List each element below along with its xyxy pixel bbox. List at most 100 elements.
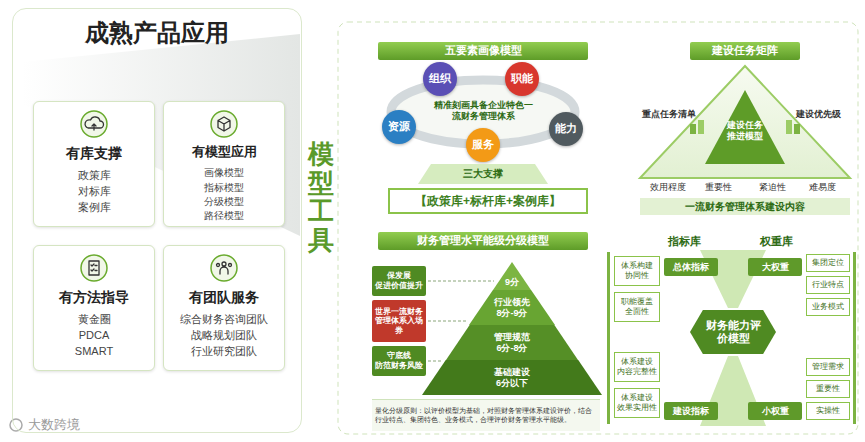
node-title: 行业领先 [494,297,530,308]
building-icon [690,124,696,134]
library-box: 【政策库+标杆库+案例库】 [388,188,588,214]
node-title: 有库支撑 [66,144,122,162]
level-tag: 世界一流财务管理体系入场券 [372,300,426,342]
node-title: 成熟产品应用 [85,19,229,48]
title-band: 五要素画像模型 [378,42,588,60]
node-title: 世界一流财务管理体系入场券 [375,307,423,336]
icon-ring [81,111,107,137]
leader-line [428,321,468,322]
node-title: 组织 [429,72,451,85]
indicator-tag: 建设指标 [664,402,718,420]
side-bar [607,252,610,424]
node-title: 建设任务矩阵 [712,44,778,57]
card-icon [209,109,239,139]
node-title: 业务模式 [812,302,844,312]
pyramid-level: 基础建设6分以下 [422,360,602,395]
node-body: 防范财务风险 [375,361,423,371]
level-tag: 保发展促进价值提升 [372,266,426,296]
center-hexagon: 财务能力评价模型 [690,310,776,354]
light-wedge [22,34,300,236]
icon-ring [81,255,107,281]
indicator-item: 重要性 [806,380,850,398]
element-circle: 职能 [505,62,539,96]
node-title: 精准刻画具备企业特色一流财务管理体系 [431,100,535,122]
axis-label: 紧迫性 [754,182,790,193]
node-title: 资源 [388,120,410,133]
node-title: 职能 [511,72,533,85]
card-icon [79,253,109,283]
node-title: 集团定位 [812,258,844,268]
leader-line [428,361,441,362]
indicator-item: 行业特点 [806,276,850,294]
support-arrow: 三大支撑 [418,164,548,184]
node-title: 重要性 [816,384,840,394]
axis-label: 效用程度 [646,182,690,193]
indicator-item: 职能覆盖 全面性 [614,292,660,322]
node-title: 一流财务管理体系建设内容 [685,201,805,213]
axis-label: 权重库 [744,235,808,248]
pyramid-level: 9分 [493,262,531,290]
node-title: 职能覆盖 全面性 [617,297,657,316]
feature-card: 有团队服务综合财务咨询团队 战略规划团队 行业研究团队 [163,245,285,371]
axis-label: 重要性 [700,182,736,193]
node-body: 黄金圈 PDCA SMART [37,312,151,360]
icon-ring [211,255,237,281]
shape-fill [493,262,531,290]
axis-label: 重点任务清单 [636,109,696,120]
building-icon [794,124,800,134]
node-title: 有方法指导 [59,288,129,306]
node-body: 8分-9分 [496,308,527,319]
shape-fill [422,360,602,395]
node-title: 体系建设 效果实用性 [617,393,657,412]
node-title: 量化分级原则：以评价模型为基础，对照财务管理体系建设评价，结合行业特点、集团特色… [375,407,597,424]
indicator-item: 体系构建 协同性 [614,256,660,286]
node-title: 有模型应用 [192,144,257,160]
node-title: 小权重 [762,406,789,417]
note-box: 量化分级原则：以评价模型为基础，对照财务管理体系建设评价，结合行业特点、集团特色… [372,399,600,431]
indicator-tag: 小权重 [748,402,802,420]
content-band: 一流财务管理体系建设内容 [640,198,850,215]
panel: 成熟产品应用有库支撑政策库 对标库 案例库有模型应用画像模型 指标模型 分级模型… [12,8,302,433]
feature-card: 有模型应用画像模型 指标模型 分级模型 路径模型 [163,101,285,227]
indicator-item: 集团定位 [806,254,850,272]
node-title: 体系建设 内容完整性 [617,357,657,376]
icon-glyph [85,117,103,130]
node-title: 基础建设 [494,367,530,378]
node-title: 财务管理水平能级分级模型 [417,234,549,247]
node-title: 有团队服务 [189,288,259,306]
building-icon [786,120,792,134]
axis-label: 建设优先级 [796,109,848,120]
icon-glyph [89,261,99,275]
node-title: 总体指标 [673,262,709,273]
ring-center: 精准刻画具备企业特色一流财务管理体系 [428,96,538,126]
node-title: 行业特点 [812,280,844,290]
node-title: 体系构建 协同性 [617,261,657,280]
node-body: 政策库 对标库 案例库 [37,168,151,216]
node-body: 6分-8分 [496,343,527,354]
node-title: 管理需求 [812,362,844,372]
node-title: 三大支撑 [463,168,503,180]
shape-fill [705,90,785,164]
node-body: 6分以下 [496,378,528,389]
indicator-item: 体系建设 效果实用性 [614,388,660,418]
indicator-tag: 大权重 [748,258,802,276]
matrix-triangle [640,66,850,178]
indicator-item: 体系建设 内容完整性 [614,352,660,382]
indicator-tag: 总体指标 [664,258,718,276]
node-body: 画像模型 指标模型 分级模型 路径模型 [167,166,281,223]
title-band: 财务管理水平能级分级模型 [378,232,588,250]
title-band: 建设任务矩阵 [690,42,800,60]
building-icon [698,120,704,134]
icon-glyph [217,262,232,274]
feature-card: 有方法指导黄金圈 PDCA SMART [33,245,155,371]
element-circle: 能力 [549,112,583,146]
indicator-item: 业务模式 [806,298,850,316]
icon-ring [211,111,237,137]
node-title: 保发展 [387,271,411,281]
indicator-item: 实操性 [806,402,850,420]
card-icon [209,253,239,283]
shape-fill [446,325,578,360]
pyramid-level: 行业领先8分-9分 [469,290,555,325]
element-circle: 组织 [423,62,457,96]
feature-card: 有库支撑政策库 对标库 案例库 [33,101,155,227]
